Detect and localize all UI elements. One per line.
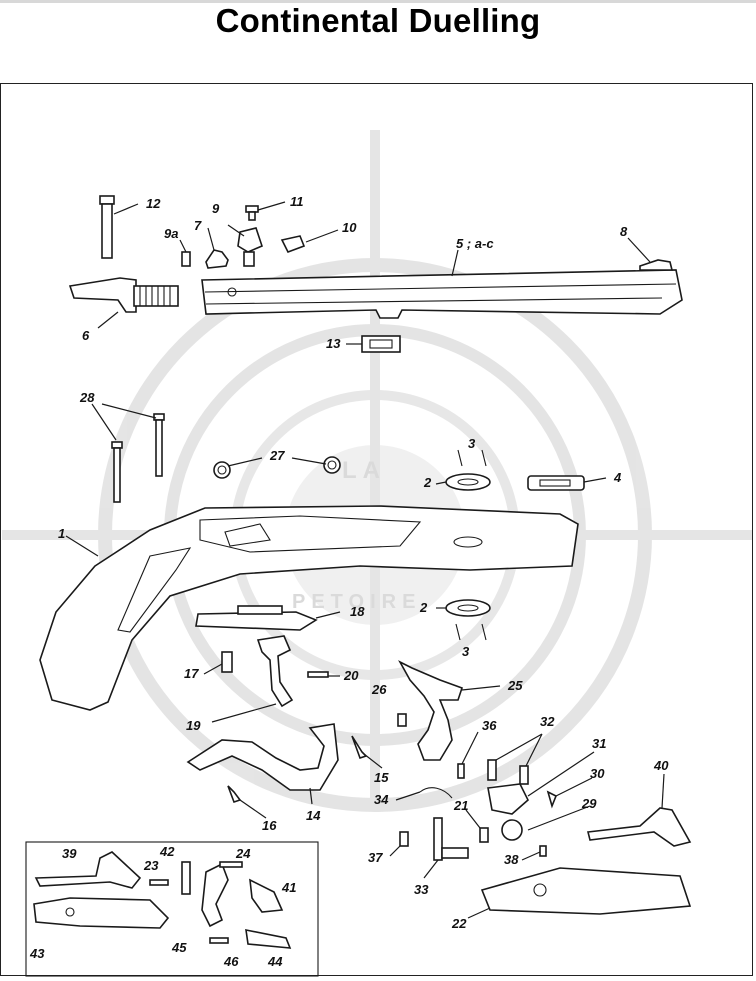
watermark-line2: PETOIRE bbox=[292, 591, 421, 613]
side-plates bbox=[445, 449, 585, 641]
label-2-top: 2 bbox=[423, 475, 432, 490]
barrel bbox=[201, 259, 683, 319]
page-title: Continental Duelling bbox=[215, 2, 541, 39]
label-24: 24 bbox=[235, 846, 251, 861]
label-12: 12 bbox=[146, 196, 161, 211]
trigger-guard bbox=[186, 723, 368, 804]
stock bbox=[39, 505, 579, 711]
label-26: 26 bbox=[371, 682, 387, 697]
label-25: 25 bbox=[507, 678, 523, 693]
label-1: 1 bbox=[58, 526, 65, 541]
stock-screws bbox=[111, 413, 165, 503]
label-31: 31 bbox=[592, 736, 606, 751]
label-13: 13 bbox=[326, 336, 341, 351]
watermark-line1: LA bbox=[342, 457, 386, 484]
label-29: 29 bbox=[581, 796, 597, 811]
label-4: 4 bbox=[613, 470, 622, 485]
label-44: 44 bbox=[267, 954, 283, 969]
lock-parts bbox=[399, 783, 692, 915]
label-39: 39 bbox=[62, 846, 77, 861]
part-labels: 12 9 11 9a 7 10 8 5 ; a-c 6 13 28 27 3 2… bbox=[29, 194, 669, 969]
label-16: 16 bbox=[262, 818, 277, 833]
label-27: 27 bbox=[269, 448, 285, 463]
label-38: 38 bbox=[504, 852, 519, 867]
label-7: 7 bbox=[194, 218, 202, 233]
leader-lines bbox=[65, 201, 665, 919]
label-18: 18 bbox=[350, 604, 365, 619]
label-42: 42 bbox=[159, 844, 175, 859]
trigger-assembly bbox=[195, 605, 329, 708]
label-45: 45 bbox=[171, 940, 187, 955]
label-36: 36 bbox=[482, 718, 497, 733]
label-40: 40 bbox=[653, 758, 669, 773]
inset-lock-box bbox=[25, 841, 319, 977]
label-23: 23 bbox=[143, 858, 159, 873]
label-19: 19 bbox=[186, 718, 201, 733]
label-28: 28 bbox=[79, 390, 95, 405]
label-20: 20 bbox=[343, 668, 359, 683]
label-3-top: 3 bbox=[468, 436, 476, 451]
label-46: 46 bbox=[223, 954, 239, 969]
label-14: 14 bbox=[306, 808, 321, 823]
label-34: 34 bbox=[374, 792, 389, 807]
label-17: 17 bbox=[184, 666, 199, 681]
top-small-parts bbox=[181, 205, 401, 353]
label-37: 37 bbox=[368, 850, 383, 865]
label-2-bottom: 2 bbox=[419, 600, 428, 615]
escutcheons bbox=[213, 456, 341, 479]
label-33: 33 bbox=[414, 882, 429, 897]
top-rule bbox=[0, 0, 756, 3]
label-8: 8 bbox=[620, 224, 628, 239]
diagram-frame bbox=[0, 83, 753, 976]
breech-plug bbox=[68, 277, 179, 313]
hammer bbox=[397, 660, 529, 785]
label-32: 32 bbox=[540, 714, 555, 729]
label-9: 9 bbox=[212, 201, 220, 216]
label-30: 30 bbox=[590, 766, 605, 781]
tang-bolt bbox=[99, 195, 115, 259]
label-15: 15 bbox=[374, 770, 389, 785]
label-43: 43 bbox=[29, 946, 45, 961]
label-41: 41 bbox=[281, 880, 296, 895]
label-6: 6 bbox=[82, 328, 90, 343]
label-9a: 9a bbox=[164, 226, 178, 241]
label-21: 21 bbox=[453, 798, 468, 813]
label-3-bottom: 3 bbox=[462, 644, 470, 659]
label-11: 11 bbox=[290, 194, 304, 209]
label-10: 10 bbox=[342, 220, 357, 235]
label-22: 22 bbox=[451, 916, 467, 931]
label-5: 5 ; a-c bbox=[456, 236, 494, 251]
